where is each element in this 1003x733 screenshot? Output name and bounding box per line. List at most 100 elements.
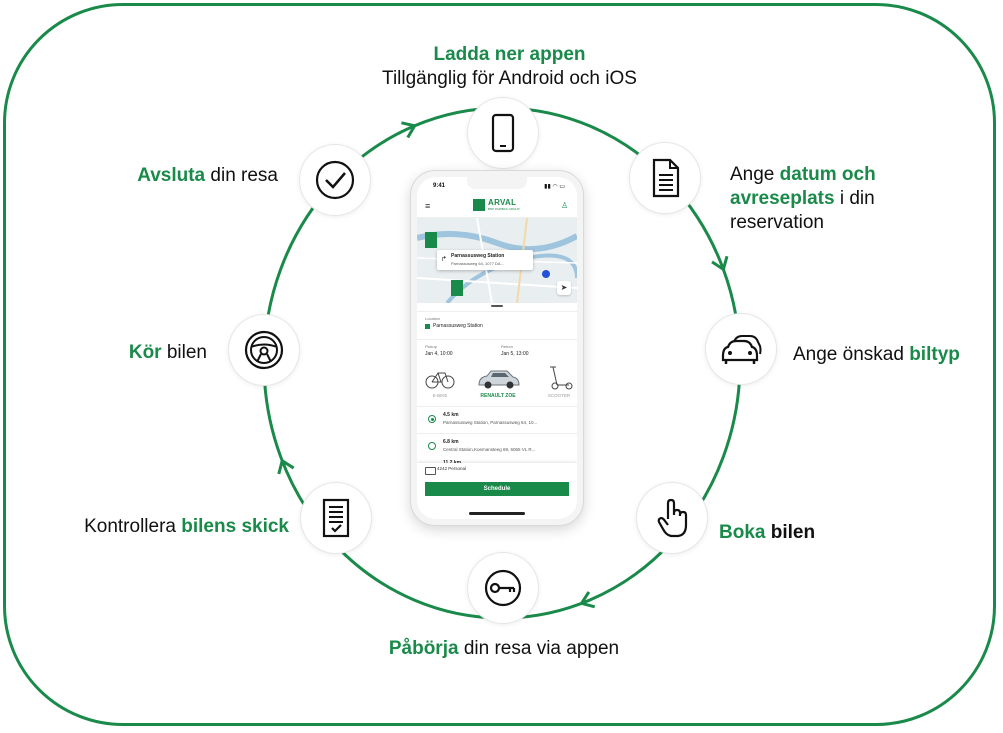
- station-address: Central Station,Koemansteeg 69, 6065 VL …: [443, 447, 536, 452]
- map-pin[interactable]: [451, 280, 463, 296]
- payment-card[interactable]: 4242 Personal: [437, 466, 467, 471]
- key-icon-graphic: [484, 569, 522, 607]
- date-section[interactable]: Pickup Jan 4, 10:00 Return Jan 5, 13:00: [417, 339, 577, 364]
- label-text: Kontrollera: [84, 516, 182, 537]
- direction-arrow-icon: [401, 121, 418, 139]
- rounded-frame: [3, 3, 996, 726]
- logo-mark: [473, 199, 485, 211]
- location-label: Location: [425, 316, 441, 321]
- station-address: Parnassusweg Station, Parnassusweg 64, 1…: [443, 420, 538, 425]
- hand-pointer-icon-graphic: [657, 498, 688, 538]
- vehicle-label: E-BIKE: [432, 393, 448, 398]
- status-icons: ▮▮ ◠ ▭: [544, 184, 565, 190]
- return-label: Return: [501, 344, 514, 349]
- highlight-text: Ladda ner appen: [433, 44, 586, 65]
- label-text: bilen: [765, 522, 816, 543]
- checkmark-circle-icon: [300, 145, 370, 215]
- scooter-icon: [550, 366, 573, 390]
- label-text: bilen: [161, 342, 207, 363]
- step-label-drive: Kör bilen: [60, 341, 207, 365]
- step-label-inspect: Kontrollera bilens skick: [64, 515, 289, 539]
- callout-address: Parnassusweg 64, 1077 DA...: [451, 261, 504, 266]
- logo-name: ARVAL: [488, 198, 517, 207]
- step-label-book: Boka bilen: [719, 521, 879, 545]
- pickup-value: Jan 4, 10:00: [425, 351, 453, 357]
- station-distance: 4.5 km: [443, 412, 459, 418]
- checklist-icon: [301, 483, 371, 553]
- highlight-text: Kör: [128, 342, 162, 363]
- vehicle-label: RENAULT ZOE: [480, 393, 516, 399]
- steering-wheel-icon: [229, 315, 299, 385]
- station-callout[interactable]: ↱ Parnassusweg Station Parnassusweg 64, …: [437, 250, 533, 270]
- smartphone-icon: [468, 98, 538, 168]
- label-text: din resa via appen: [458, 638, 620, 659]
- checkmark-circle-icon-graphic: [315, 160, 355, 200]
- pickup-label: Pickup: [425, 344, 438, 349]
- highlight-text: Boka: [719, 522, 766, 543]
- label-text: din resa: [205, 165, 278, 186]
- status-time: 9:41: [433, 183, 446, 189]
- station-option[interactable]: 6.8 km Central Station,Koemansteeg 69, 6…: [417, 433, 577, 460]
- map-view[interactable]: ↱ Parnassusweg Station Parnassusweg 64, …: [417, 218, 577, 303]
- schedule-button[interactable]: Schedule: [425, 482, 569, 496]
- step-label-date-location: Ange datum och avreseplats i din reservati…: [730, 163, 950, 235]
- highlight-text: Avsluta: [137, 165, 206, 186]
- car-image: [478, 370, 520, 389]
- highlight-text: biltyp: [909, 344, 960, 365]
- hand-pointer-icon: [637, 483, 707, 553]
- locate-me-icon[interactable]: ➤: [557, 281, 571, 295]
- map-pin[interactable]: [425, 232, 437, 248]
- label-text: Tillgänglig för Android och iOS: [382, 68, 637, 89]
- checklist-icon-graphic: [322, 498, 350, 538]
- steering-wheel-icon-graphic: [244, 330, 284, 370]
- card-icon: [425, 467, 436, 475]
- cars-icon-graphic: [721, 335, 762, 364]
- menu-icon[interactable]: ≡: [425, 201, 431, 211]
- vehicle-renault-zoe[interactable]: RENAULT ZOE: [475, 367, 521, 401]
- step-label-start-trip: Påbörja din resa via appen: [370, 637, 638, 661]
- label-text: Ange: [730, 164, 780, 185]
- profile-icon[interactable]: ♙: [561, 201, 569, 210]
- phone-screen: 9:41 ▮▮ ◠ ▭ ≡ ARVAL BNP PARIBAS GROUP ♙: [417, 177, 577, 519]
- direction-arrow-icon: [277, 458, 295, 475]
- document-icon: [630, 143, 700, 213]
- highlight-text: avreseplats: [730, 188, 835, 209]
- station-radio[interactable]: [428, 442, 436, 450]
- label-text: reservation: [730, 212, 824, 233]
- document-icon-graphic: [652, 158, 680, 198]
- sheet-handle[interactable]: [491, 305, 503, 307]
- location-value: Parnassusweg Station: [433, 323, 483, 329]
- logo-subtitle: BNP PARIBAS GROUP: [488, 207, 520, 211]
- label-text: Ange önskad: [793, 344, 910, 365]
- station-radio[interactable]: [428, 415, 436, 423]
- vehicle-label: SCOOTER: [547, 393, 571, 398]
- home-indicator: [469, 512, 525, 515]
- key-icon: [468, 553, 538, 623]
- app-header: ≡ ARVAL BNP PARIBAS GROUP ♙: [417, 195, 577, 218]
- step-label-end-trip: Avsluta din resa: [60, 164, 278, 188]
- direction-arrow-icon: [579, 591, 596, 609]
- station-icon: [425, 324, 430, 329]
- station-distance: 6.8 km: [443, 439, 459, 445]
- arval-logo: ARVAL BNP PARIBAS GROUP: [473, 198, 529, 213]
- location-section[interactable]: Location Parnassusweg Station: [417, 311, 577, 338]
- vehicle-ebike[interactable]: E-BIKE: [425, 367, 455, 401]
- vehicle-scooter[interactable]: SCOOTER: [543, 365, 575, 401]
- highlight-text: bilens skick: [181, 516, 289, 537]
- smartphone-icon-graphic: [491, 113, 515, 153]
- turn-arrow-icon: ↱: [441, 256, 447, 263]
- return-value: Jan 5, 13:00: [501, 351, 529, 357]
- user-location-dot: [542, 270, 550, 278]
- bike-icon: [425, 372, 455, 389]
- label-text: i din: [834, 188, 875, 209]
- booking-footer: 4242 Personal Schedule: [417, 463, 577, 519]
- direction-arrow-icon: [711, 255, 729, 272]
- station-option[interactable]: 4.5 km Parnassusweg Station, Parnassuswe…: [417, 406, 577, 433]
- highlight-text: datum och: [779, 164, 876, 185]
- cars-icon: [706, 314, 776, 384]
- phone-mockup: 9:41 ▮▮ ◠ ▭ ≡ ARVAL BNP PARIBAS GROUP ♙: [411, 171, 583, 525]
- highlight-text: Påbörja: [388, 638, 459, 659]
- step-label-car-type: Ange önskad biltyp: [793, 343, 993, 367]
